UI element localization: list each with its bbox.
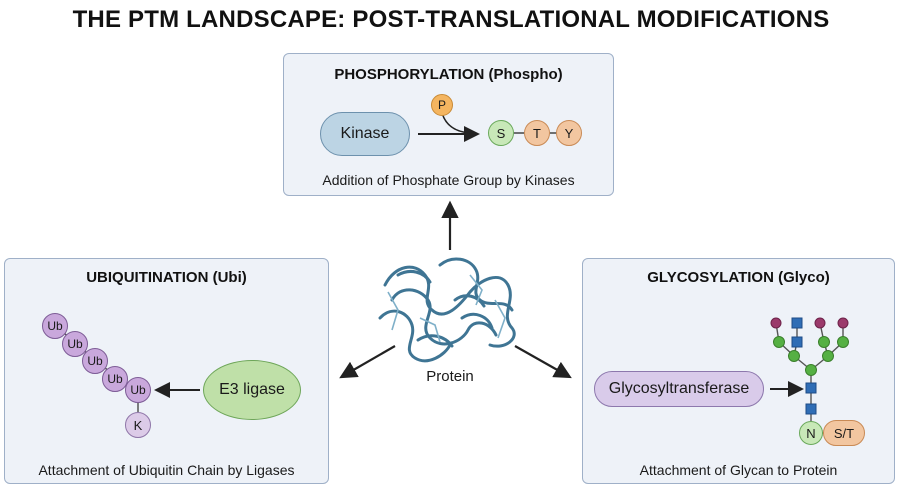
kinase-node: Kinase bbox=[320, 112, 410, 156]
phosphate-group-node: P bbox=[431, 94, 453, 116]
glycan-tree-icon bbox=[770, 317, 849, 432]
ubiquitin-node-4: Ub bbox=[102, 366, 128, 392]
protein-structure-detail bbox=[387, 274, 506, 343]
residue-tyrosine: Y bbox=[556, 120, 582, 146]
e3-ligase-node: E3 ligase bbox=[203, 360, 301, 420]
residue-threonine: T bbox=[524, 120, 550, 146]
ubiquitin-node-1: Ub bbox=[42, 313, 68, 339]
residue-serine-threonine: S/T bbox=[823, 420, 865, 446]
phospho-group-curve bbox=[441, 112, 471, 134]
ubiquitin-node-3: Ub bbox=[82, 348, 108, 374]
ubiquitination-caption: Attachment of Ubiquitin Chain by Ligases bbox=[38, 462, 295, 478]
glycosyltransferase-node: Glycosyltransferase bbox=[594, 371, 764, 407]
diagram-title: THE PTM LANDSCAPE: POST-TRANSLATIONAL MO… bbox=[72, 6, 830, 33]
ubiquitin-node-5: Ub bbox=[125, 377, 151, 403]
residue-serine: S bbox=[488, 120, 514, 146]
phosphorylation-caption: Addition of Phosphate Group by Kinases bbox=[322, 172, 575, 188]
arrow-to-glycosylation bbox=[514, 345, 572, 379]
glycosylation-title: GLYCOSYLATION (Glyco) bbox=[647, 269, 830, 286]
protein-structure-icon bbox=[378, 257, 516, 363]
arrow-to-ubiquitination bbox=[339, 345, 396, 379]
glycosylation-caption: Attachment of Glycan to Protein bbox=[639, 462, 838, 478]
protein-label: Protein bbox=[426, 368, 474, 385]
ubiquitination-title: UBIQUITINATION (Ubi) bbox=[86, 269, 247, 286]
phosphorylation-title: PHOSPHORYLATION (Phospho) bbox=[334, 66, 563, 83]
residue-asparagine: N bbox=[799, 421, 823, 445]
residue-lysine: K bbox=[125, 412, 151, 438]
